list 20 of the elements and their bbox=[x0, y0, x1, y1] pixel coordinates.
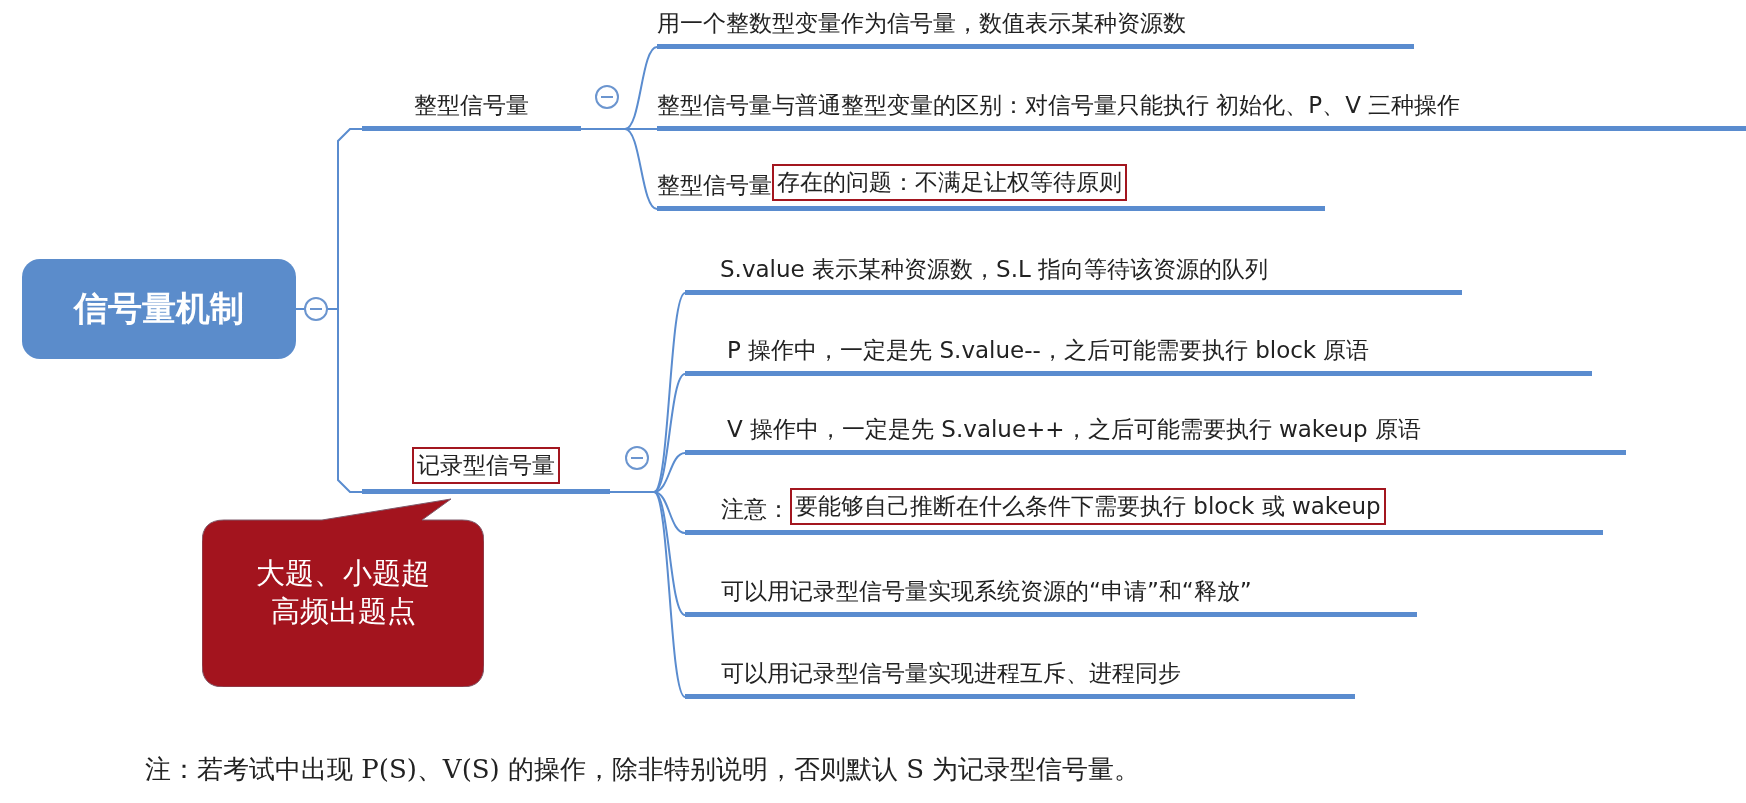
topic-text: 整型信号量 bbox=[657, 171, 772, 200]
topic-text: 整型信号量 bbox=[414, 91, 529, 120]
root-text: 信号量机制 bbox=[74, 287, 244, 330]
topic-text: 存在的问题：不满足让权等待原则 bbox=[772, 164, 1127, 201]
topic-text: 要能够自己推断在什么条件下需要执行 block 或 wakeup bbox=[790, 488, 1386, 525]
topic-text: P 操作中，一定是先 S.value--，之后可能需要执行 block 原语 bbox=[727, 336, 1370, 365]
topic-text: 可以用记录型信号量实现进程互斥、进程同步 bbox=[721, 659, 1181, 688]
connector-line bbox=[580, 128, 658, 210]
topic-text: 用一个整数型变量作为信号量，数值表示某种资源数 bbox=[657, 9, 1186, 38]
topic-text: 记录型信号量 bbox=[412, 447, 560, 484]
topic-text: 注意： bbox=[721, 495, 790, 524]
topic-text: V 操作中，一定是先 S.value++，之后可能需要执行 wakeup 原语 bbox=[727, 415, 1421, 444]
topic-text: 可以用记录型信号量实现系统资源的“申请”和“释放” bbox=[721, 577, 1252, 606]
topic-text: S.value 表示某种资源数，S.L 指向等待该资源的队列 bbox=[720, 255, 1269, 284]
callout-text: 大题、小题超高频出题点 bbox=[255, 555, 431, 630]
connector-line bbox=[609, 491, 686, 698]
topic-text: 整型信号量与普通整型变量的区别：对信号量只能执行 初始化、P、V 三种操作 bbox=[657, 91, 1461, 120]
footnote-text: 注：若考试中出现 P(S)、V(S) 的操作，除非特别说明，否则默认 S 为记录型信号量。 bbox=[145, 753, 1141, 786]
root-topic bbox=[22, 259, 296, 359]
callout-bubble bbox=[202, 497, 484, 687]
